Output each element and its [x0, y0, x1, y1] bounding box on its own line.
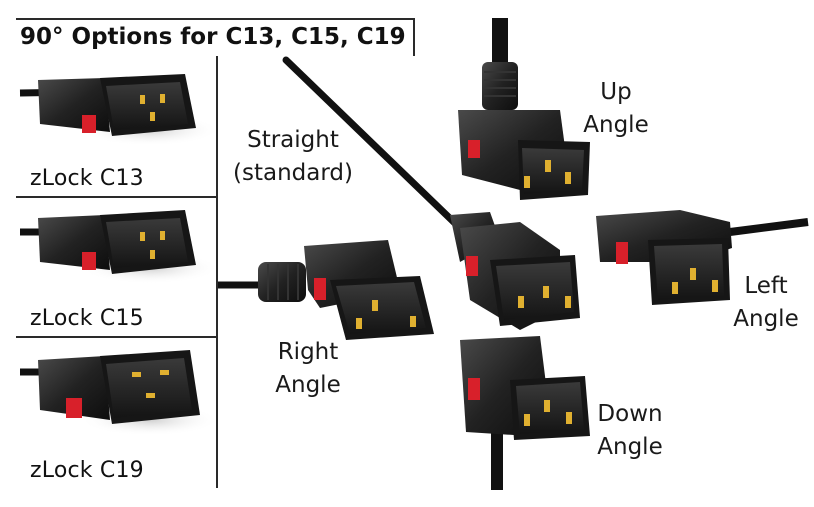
catalog-label: zLock C15: [30, 306, 144, 331]
label-line: Up: [600, 79, 632, 105]
catalog-cell-c13: zLock C13: [16, 56, 216, 198]
down-angle-connector: [460, 336, 590, 440]
page-title: 90° Options for C13, C15, C19: [20, 24, 406, 50]
label-line: Angle: [583, 112, 649, 138]
label-line: Angle: [275, 372, 341, 398]
left-angle-connector: [596, 210, 732, 305]
label-line: (standard): [233, 160, 353, 186]
connector-catalog: zLock C13 zLock C15 zLock C19: [16, 56, 218, 488]
c19-connector: [20, 350, 220, 436]
label-left: Left Angle: [726, 270, 806, 336]
straight-connector: [450, 212, 580, 330]
right-angle-connector: [258, 240, 434, 340]
catalog-label: zLock C19: [30, 458, 144, 483]
c13-connector: [19, 74, 220, 146]
label-up: Up Angle: [580, 76, 652, 142]
left-cable: [729, 218, 809, 236]
label-line: Right: [277, 339, 339, 365]
catalog-label: zLock C13: [30, 166, 144, 191]
label-line: Left: [744, 273, 788, 299]
label-straight: Straight (standard): [228, 124, 358, 190]
c15-connector: [20, 210, 220, 284]
title-box: 90° Options for C13, C15, C19: [16, 18, 415, 56]
straight-cable: [282, 56, 466, 234]
label-line: Down: [597, 401, 663, 427]
label-down: Down Angle: [588, 398, 672, 464]
up-angle-connector: [458, 62, 590, 200]
catalog-cell-c15: zLock C15: [16, 198, 216, 338]
label-line: Angle: [597, 434, 663, 460]
label-line: Angle: [733, 306, 799, 332]
label-right: Right Angle: [268, 336, 348, 402]
catalog-cell-c19: zLock C19: [16, 338, 216, 488]
label-line: Straight: [247, 127, 339, 153]
